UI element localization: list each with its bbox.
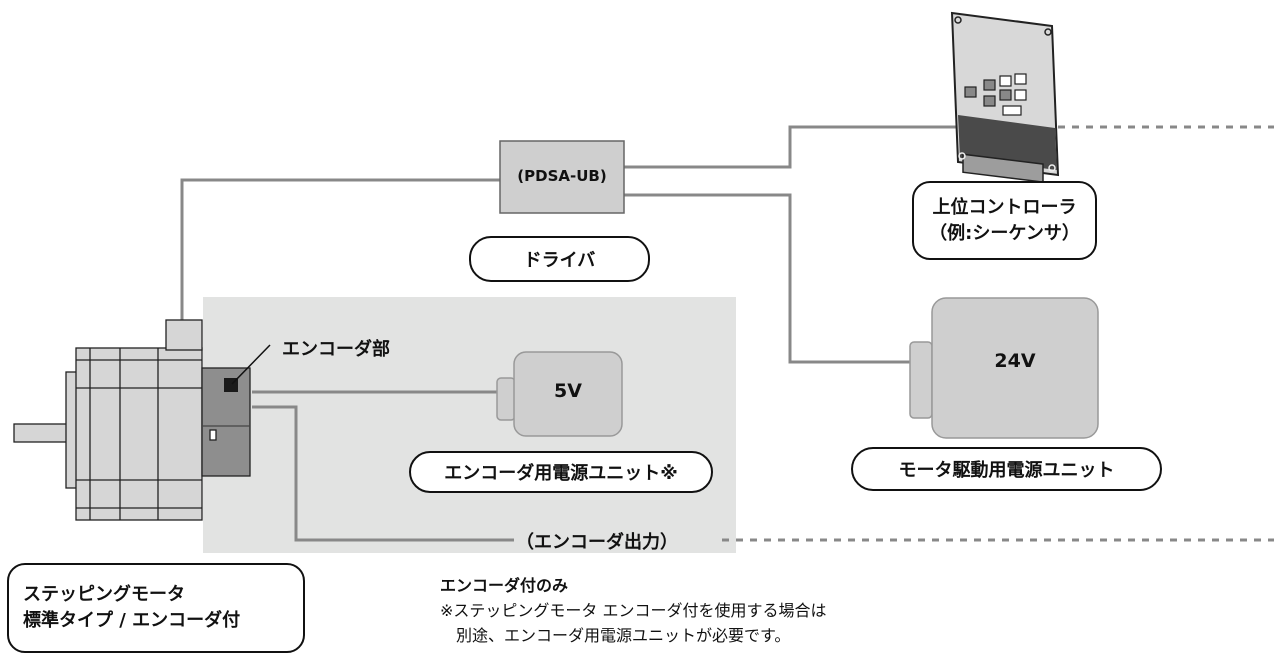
encoder-psu-device [496,351,623,437]
note-line1: ※ステッピングモータ エンコーダ付を使用する場合は [440,601,827,620]
controller-label: 上位コントローラ （例:シーケンサ） [912,181,1097,260]
note-line2: 別途、エンコーダ用電源ユニットが必要です。 [456,626,791,645]
encoder-callout-leader [231,344,271,385]
motor-psu-label-text: モータ駆動用電源ユニット [898,460,1115,481]
encoder-output-label: （エンコーダ出力） [516,532,678,553]
encoder-psu-label-text: エンコーダ用電源ユニット※ [444,463,678,484]
motor-psu-device [909,297,1099,439]
driver-label-text: ドライバ [523,250,596,271]
controller-label-line1: 上位コントローラ [932,197,1077,219]
encoder-part-label: エンコーダ部 [282,339,390,360]
driver-psu-cable [624,193,910,364]
stepping-motor [13,319,251,521]
encoder-psu-voltage: 5V [554,380,582,402]
motor-driver-cable [180,178,500,320]
cables [180,125,958,542]
motor-psu-voltage: 24V [994,350,1036,372]
encoder-output-cable [252,405,514,542]
encoder-psu-label: エンコーダ用電源ユニット※ [409,451,713,493]
controller-label-line2: （例:シーケンサ） [929,222,1080,244]
driver-box [499,140,625,214]
driver-model-text: (PDSA-UB) [517,167,607,185]
motor-label-line1: ステッピングモータ [23,583,185,605]
motor-psu-label: モータ駆動用電源ユニット [851,447,1162,491]
motor-label: ステッピングモータ 標準タイプ / エンコーダ付 [7,563,305,653]
encoder-area-highlight [203,297,736,553]
driver-controller-cable [624,125,958,169]
driver-label: ドライバ [469,236,650,282]
note-title: エンコーダ付のみ [440,576,569,595]
motor-label-line2: 標準タイプ / エンコーダ付 [23,610,241,631]
controller-device [950,11,1060,183]
